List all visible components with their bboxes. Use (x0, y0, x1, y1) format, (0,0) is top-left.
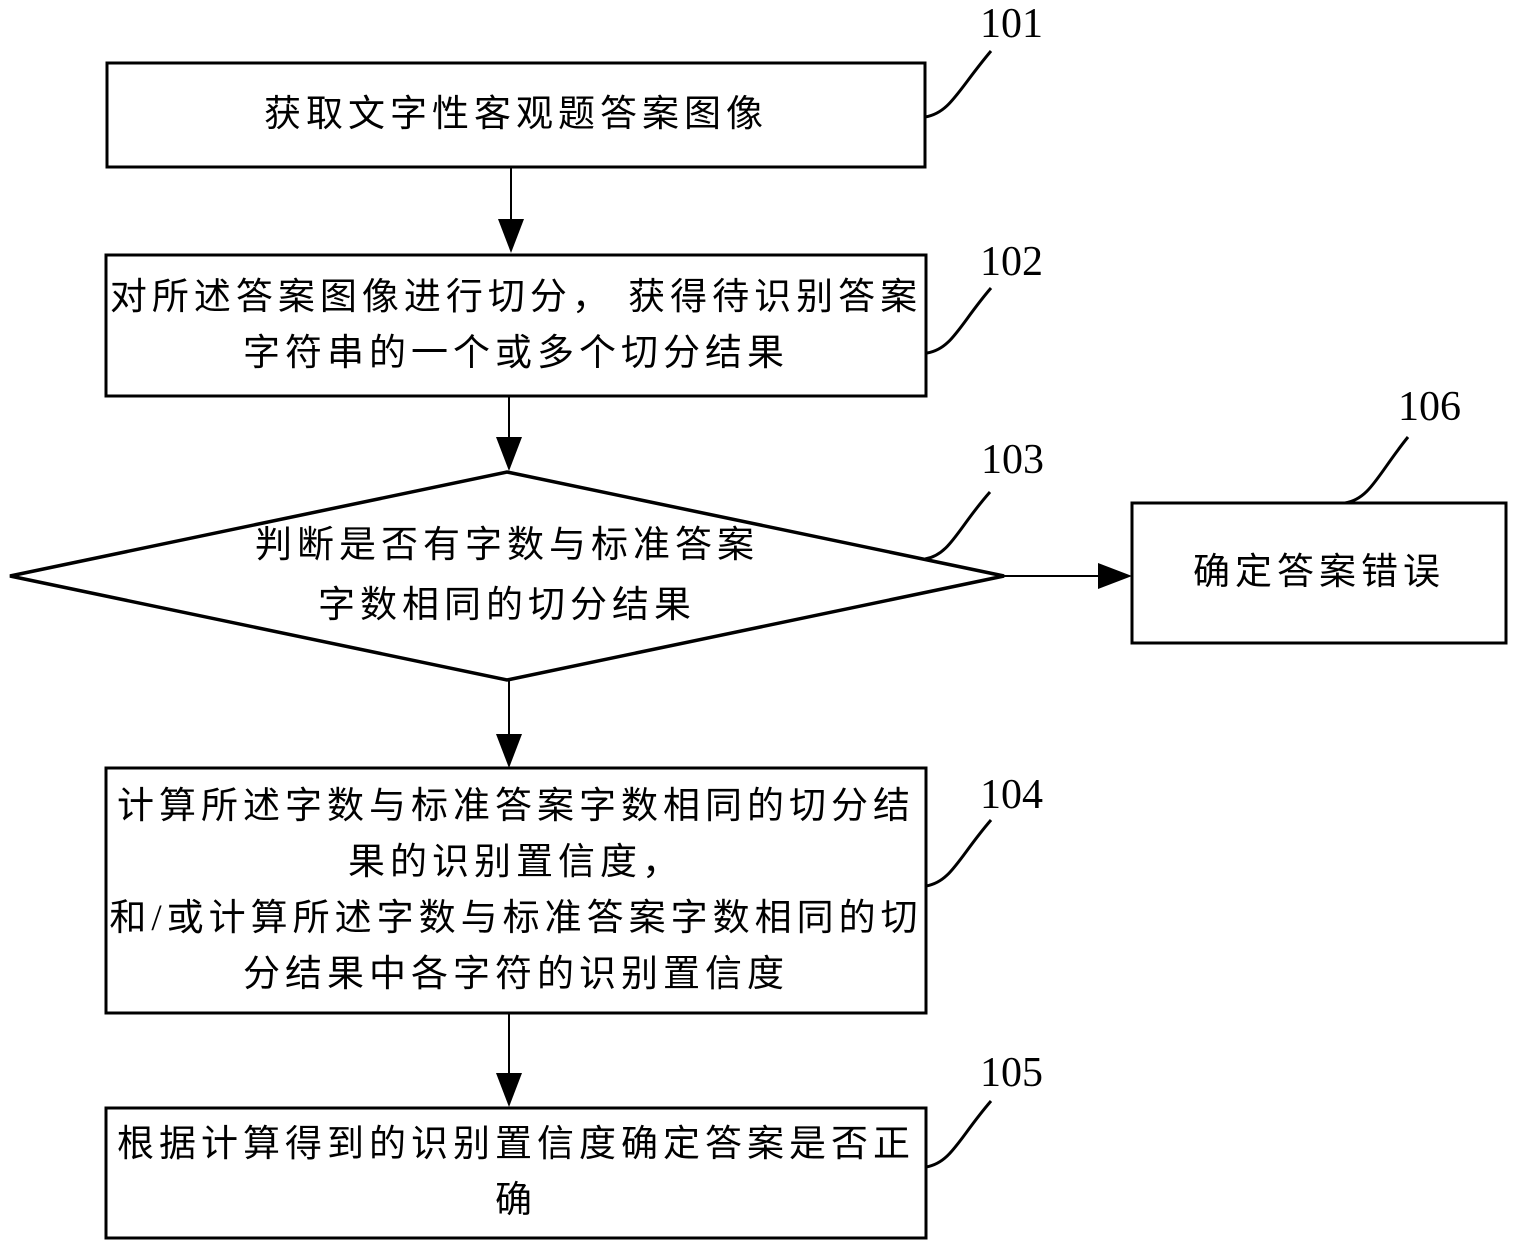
ref-label-103: 103 (981, 437, 1044, 483)
leader-104 (925, 819, 993, 888)
arrow-step1-to-step2 (498, 167, 524, 253)
decision-text: 判断是否有字数与标准答案 字数相同的切分结果 (255, 525, 759, 626)
leader-103 (924, 491, 992, 561)
step2-text: 对所述答案图像进行切分， 获得待识别答案 字符串的一个或多个切分结果 (109, 276, 923, 374)
step5-box (104, 1106, 928, 1240)
step4-text: 计算所述字数与标准答案字数相同的切分结 果的识别置信度， 和/或计算所述字数与标… (109, 785, 923, 995)
arrow-step4-to-step5 (496, 1013, 522, 1107)
step5-text: 根据计算得到的识别置信度确定答案是否正 确 (117, 1124, 915, 1221)
ref-label-101: 101 (980, 1, 1043, 47)
arrow-decision-to-step4 (496, 680, 522, 768)
ref-label-104: 104 (980, 772, 1043, 818)
step1-text: 获取文字性客观题答案图像 (264, 94, 768, 135)
ref-label-105: 105 (980, 1050, 1043, 1096)
ref-label-106: 106 (1398, 384, 1461, 430)
leader-106 (1344, 436, 1410, 505)
arrow-decision-to-error (1004, 563, 1132, 589)
leader-101 (924, 50, 993, 119)
step4-box (104, 766, 928, 1015)
leader-105 (925, 1100, 993, 1169)
error-text: 确定答案错误 (1193, 552, 1445, 593)
step2-box (104, 253, 928, 398)
step1-box (105, 61, 927, 169)
error-box (1130, 501, 1508, 645)
ref-label-102: 102 (980, 239, 1043, 285)
arrow-step2-to-decision (496, 396, 522, 471)
leader-102 (926, 287, 993, 355)
